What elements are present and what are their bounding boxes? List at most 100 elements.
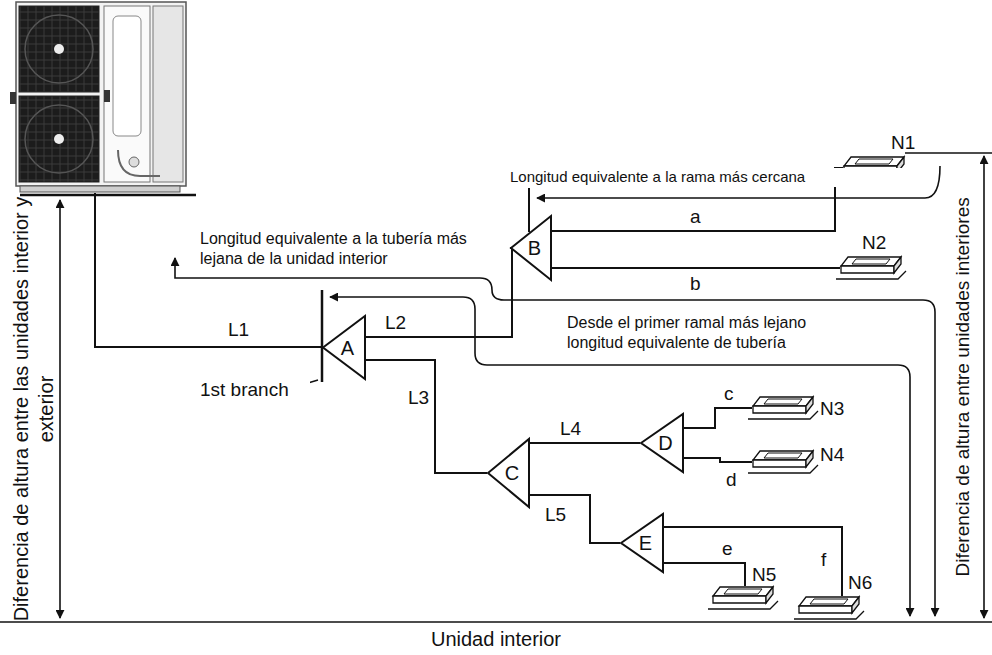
unit-front	[841, 266, 894, 273]
pipe-label: L2	[385, 311, 406, 335]
unit-floor	[708, 601, 778, 609]
unit-floor	[748, 411, 818, 419]
pipe-label: d	[726, 468, 737, 492]
unit-front	[753, 460, 806, 467]
svg-circle	[54, 44, 64, 54]
refrigerant-pipe	[552, 267, 840, 269]
indoor-unit-icon	[798, 596, 860, 620]
branch-joint: B	[510, 215, 552, 281]
branch-joint: D	[640, 413, 684, 473]
indoor-unit: N4	[752, 450, 814, 474]
indoor-unit: N2	[840, 256, 902, 280]
unit-front	[799, 606, 852, 613]
unit-side	[894, 257, 901, 273]
indoor-unit: N3	[752, 396, 814, 420]
reference-line	[0, 621, 992, 623]
pipe-label: c	[724, 382, 734, 406]
svg-rect	[20, 186, 180, 192]
branch-letter: D	[658, 431, 672, 455]
unit-side	[852, 597, 859, 613]
refrigerant-pipe	[684, 458, 752, 462]
svg-circle	[54, 134, 64, 144]
branch-joint: E	[620, 513, 664, 573]
unit-top	[844, 157, 904, 166]
outdoor-floor	[20, 194, 196, 197]
branch-outline	[488, 439, 529, 507]
unit-label: N4	[820, 444, 844, 467]
indoor-unit-icon	[712, 586, 774, 610]
unit-front	[713, 596, 766, 603]
svg-circle	[25, 15, 93, 83]
refrigerant-pipe	[684, 408, 752, 428]
refrigerant-pipe	[530, 442, 640, 444]
leader-arrow	[175, 258, 935, 616]
annotation: 1st branch	[200, 378, 310, 402]
svg-rect	[10, 92, 16, 104]
svg-rect	[19, 6, 99, 92]
branch-outline	[511, 216, 551, 280]
refrigerant-pipe	[664, 563, 745, 586]
svg-rect	[153, 6, 183, 182]
indoor-unit-icon	[752, 450, 814, 474]
dimension-line	[59, 200, 61, 618]
branch-outline	[641, 414, 683, 472]
branch-letter: A	[341, 336, 354, 360]
branch-outline	[323, 316, 365, 379]
branch-joint: A	[322, 315, 366, 380]
unit-label: N2	[862, 232, 886, 255]
svg-rect	[16, 2, 186, 186]
outdoor-unit	[10, 2, 186, 192]
pipe-label: L4	[560, 417, 581, 441]
pipe-label: L3	[408, 386, 429, 410]
branch-letter: E	[639, 531, 652, 555]
svg-rect	[104, 6, 150, 182]
pipe-label: L5	[545, 503, 566, 527]
unit-top	[753, 451, 813, 460]
annotation: L1	[228, 318, 268, 342]
svg-rect	[113, 16, 141, 136]
indoor-unit-icon	[752, 396, 814, 420]
unit-top	[841, 257, 901, 266]
branch-mark	[528, 188, 530, 232]
unit-top	[753, 397, 813, 406]
indoor-unit-icon	[840, 256, 902, 280]
svg-circle	[25, 105, 93, 173]
unit-label: N5	[752, 564, 776, 587]
svg-rect	[19, 96, 99, 182]
unit-floor	[794, 611, 864, 619]
refrigerant-pipe	[530, 495, 620, 543]
unit-label: N6	[848, 572, 872, 595]
reference-line	[905, 152, 992, 154]
indoor-unit: N5	[712, 586, 774, 610]
branch-mark	[321, 290, 324, 382]
svg-path	[118, 150, 160, 176]
annotation: Desde el primer ramal más lejano longitu…	[567, 313, 842, 353]
unit-panel	[764, 399, 802, 404]
unit-panel	[852, 259, 890, 264]
unit-side	[806, 451, 813, 467]
branch-letter: B	[528, 236, 541, 260]
unit-panel	[855, 159, 893, 164]
unit-label: N3	[820, 398, 844, 421]
main-pipe	[95, 193, 322, 347]
unit-floor	[748, 465, 818, 473]
unit-label: N1	[891, 132, 915, 155]
indoor-unit: N6	[798, 596, 860, 620]
svg-circle	[129, 157, 139, 167]
annotation: Longitud equivalente a la rama más cerca…	[510, 168, 910, 187]
unit-side	[766, 587, 773, 603]
leader-arrow	[330, 297, 910, 616]
dimension-line	[983, 156, 985, 618]
annotation: Longitud equivalente a la tubería más le…	[200, 229, 485, 269]
pipe-label: b	[690, 272, 701, 296]
refrigerant-pipe	[366, 360, 487, 473]
unit-front	[753, 406, 806, 413]
svg-rect	[104, 90, 110, 102]
unit-panel	[764, 453, 802, 458]
unit-panel	[724, 589, 762, 594]
unit-top	[799, 597, 859, 606]
branch-letter: C	[505, 461, 519, 485]
dimension-text: Diferencia de altura entre unidades inte…	[951, 157, 975, 617]
